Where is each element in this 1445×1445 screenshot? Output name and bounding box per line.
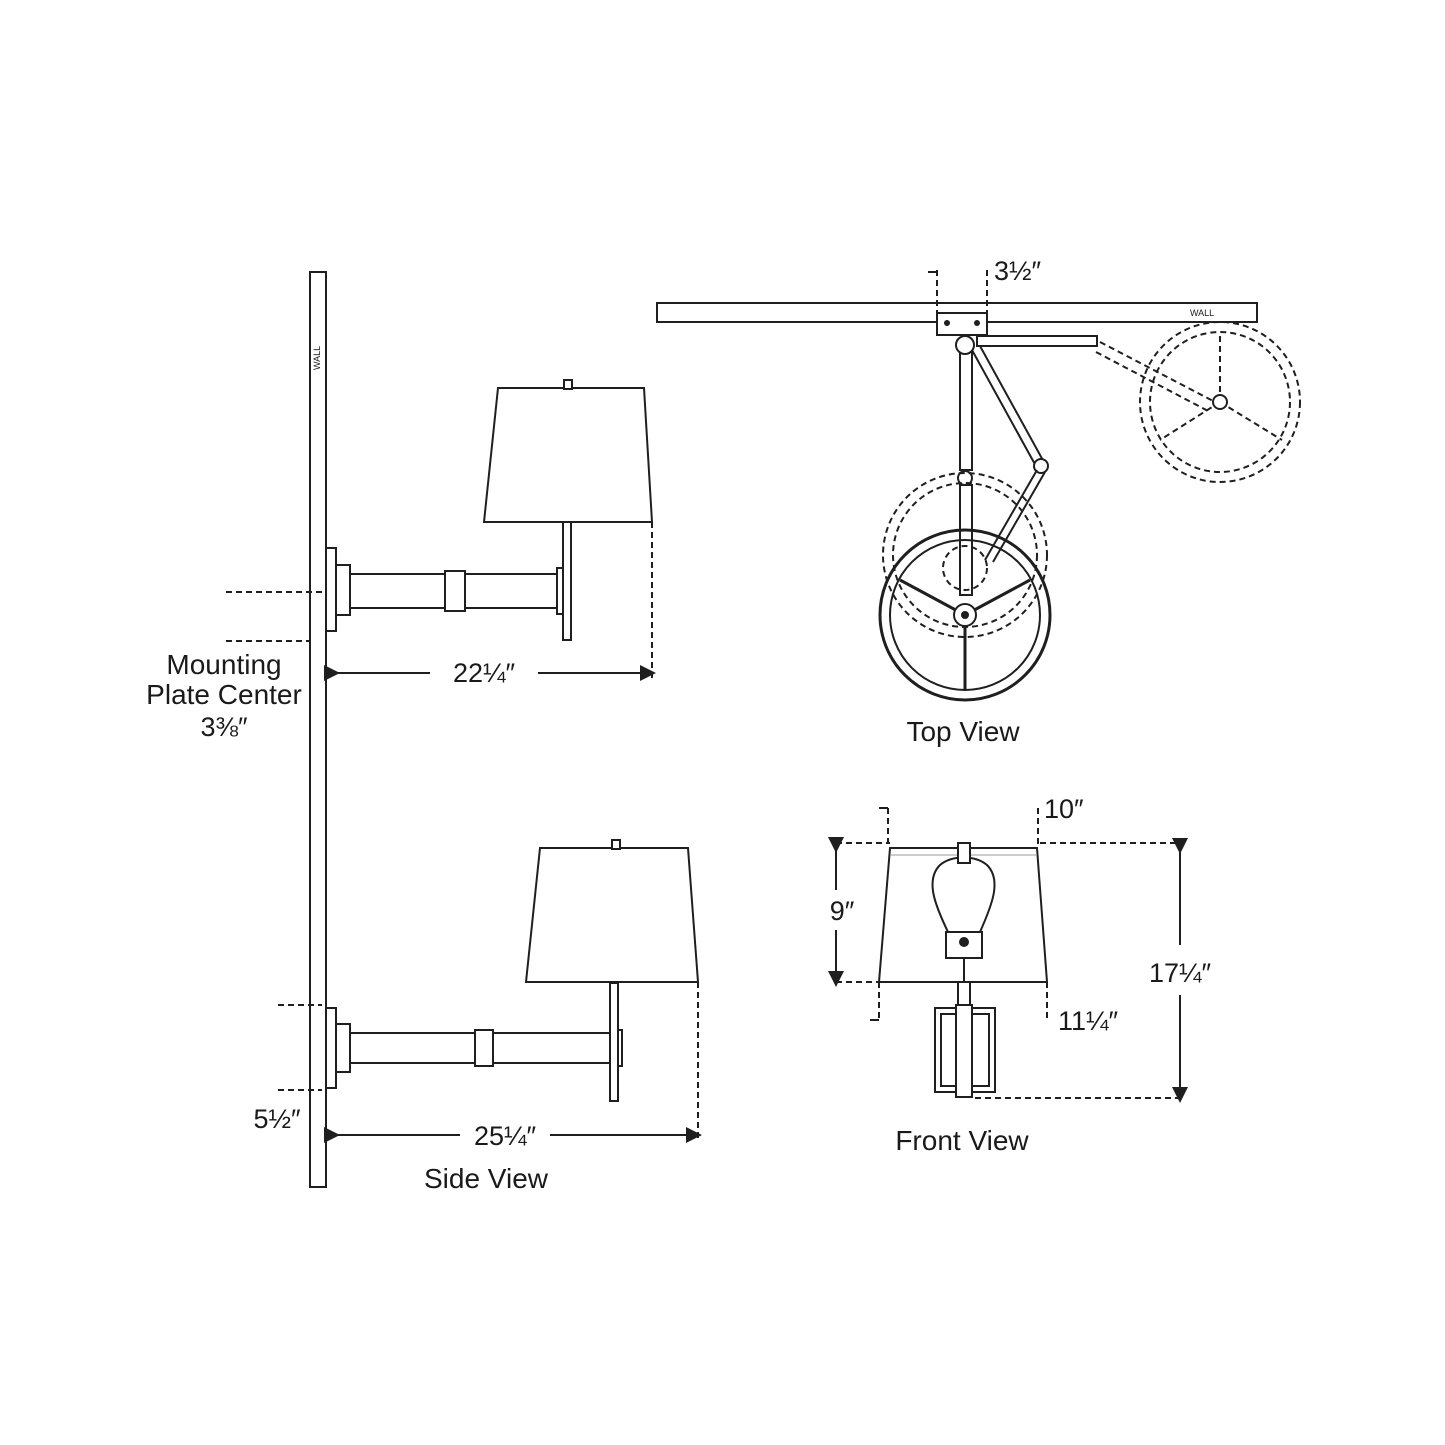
front-view: 10″ 9″ 11¼″ 17¼″ Front View <box>828 794 1212 1156</box>
top-view: WALL 3½″ <box>656 256 1301 747</box>
top-wall-label: WALL <box>1190 308 1214 318</box>
side-shade-lower <box>524 847 700 983</box>
side-dims-upper: 22¼″ Mounting Plate Center 3⅜″ <box>146 522 656 742</box>
top-shade <box>878 528 1052 702</box>
front-dim-1125: 11¼″ <box>1058 1006 1119 1036</box>
side-view-title: Side View <box>424 1163 549 1194</box>
front-dim-10: 10″ <box>1044 794 1084 824</box>
side-shade-upper <box>482 387 654 523</box>
side-dims-lower: 25¼″ 5½″ <box>253 982 702 1151</box>
mounting-value: 3⅜″ <box>200 712 248 742</box>
front-dim-1725: 17¼″ <box>1149 958 1212 988</box>
mounting-label-2: Plate Center <box>146 679 302 710</box>
side-dim-plate: 5½″ <box>253 1104 301 1134</box>
front-dim-9: 9″ <box>830 896 855 926</box>
side-wall: WALL <box>309 271 327 1188</box>
side-wall-label: WALL <box>312 346 322 370</box>
mounting-label-1: Mounting <box>166 649 281 680</box>
side-view: WALL 22¼″ Mounting Plate Center 3⅜″ <box>146 271 702 1194</box>
side-lamp-retracted <box>325 379 654 641</box>
side-dim-25: 25¼″ <box>474 1121 537 1151</box>
side-dim-22: 22¼″ <box>453 658 516 688</box>
front-view-title: Front View <box>895 1125 1029 1156</box>
top-dim-35: 3½″ <box>994 256 1042 286</box>
top-view-title: Top View <box>906 716 1020 747</box>
side-lamp-extended <box>325 839 700 1102</box>
